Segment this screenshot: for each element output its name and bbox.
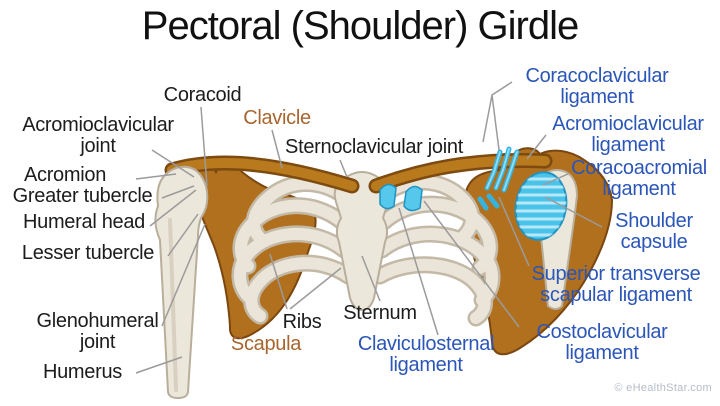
label-humeral-head: Humeral head [22, 211, 146, 233]
leader-acromioclavicular-joint [151, 149, 195, 178]
label-clavicle: Clavicle [243, 107, 311, 129]
label-scapula: Scapula [230, 333, 302, 355]
leader-costoclavicular-ligament [423, 200, 520, 328]
leader-lines [135, 81, 603, 374]
label-acromioclavicular-joint: Acromioclavicular joint [22, 114, 174, 157]
leader-glenohumeral-joint [161, 223, 206, 327]
shoulder-capsule-shape [512, 171, 572, 241]
leader-coracoclavicular-ligament [482, 81, 513, 151]
leader-shoulder-capsule [544, 196, 603, 228]
leader-ribs-2 [289, 267, 342, 310]
label-humerus: Humerus [42, 361, 123, 383]
leader-claviculosternal-ligament [398, 207, 439, 336]
label-shoulder-capsule: Shoulder capsule [615, 210, 693, 253]
leader-clavicle [271, 129, 283, 169]
leader-lesser-tubercle [167, 213, 199, 257]
label-sternoclavicular-joint: Sternoclavicular joint [285, 136, 463, 158]
label-superior-transverse-scapular-ligament: Superior transverse scapular ligament [531, 263, 701, 306]
coracoclavicular-ligament-strands [477, 146, 520, 211]
leader-sternum [361, 255, 381, 302]
leader-sternoclavicular-joint [339, 159, 348, 178]
sternoclavicular-ligament-patches [379, 183, 423, 212]
leader-coracoid [200, 106, 208, 187]
leader-ribs-1 [269, 253, 288, 310]
label-coracoacromial-ligament: Coracoacromial ligament [571, 157, 707, 200]
leader-acromion [135, 173, 177, 180]
clavicle-bones [164, 153, 553, 194]
label-acromioclavicular-ligament: Acromioclavicular ligament [552, 113, 704, 156]
leader-superior-transverse-ligament [498, 196, 530, 267]
humerus-left-shading [168, 218, 178, 392]
label-claviculosternal-ligament: Claviculosternal ligament [357, 333, 495, 376]
leader-greater-tubercle [161, 185, 195, 199]
leader-acromioclavicular-ligament [526, 134, 547, 160]
label-glenohumeral-joint: Glenohumeral joint [36, 310, 159, 353]
page-title: Pectoral (Shoulder) Girdle [141, 4, 579, 48]
label-costoclavicular-ligament: Costoclavicular ligament [536, 321, 668, 364]
leader-coracoacromial-ligament [542, 173, 569, 186]
label-greater-tubercle: Greater tubercle [12, 185, 153, 207]
watermark-text: © eHealthStar.com [614, 382, 712, 394]
label-ribs: Ribs [282, 311, 322, 333]
label-coracoclavicular-ligament: Coracoclavicular ligament [525, 65, 669, 108]
label-acromion: Acromion [23, 164, 107, 186]
label-lesser-tubercle: Lesser tubercle [21, 242, 155, 264]
rib-bones [231, 173, 501, 327]
leader-humerus [135, 356, 183, 374]
leader-humeral-head [149, 189, 197, 227]
label-coracoid: Coracoid [163, 84, 242, 106]
label-sternum: Sternum [343, 302, 417, 324]
